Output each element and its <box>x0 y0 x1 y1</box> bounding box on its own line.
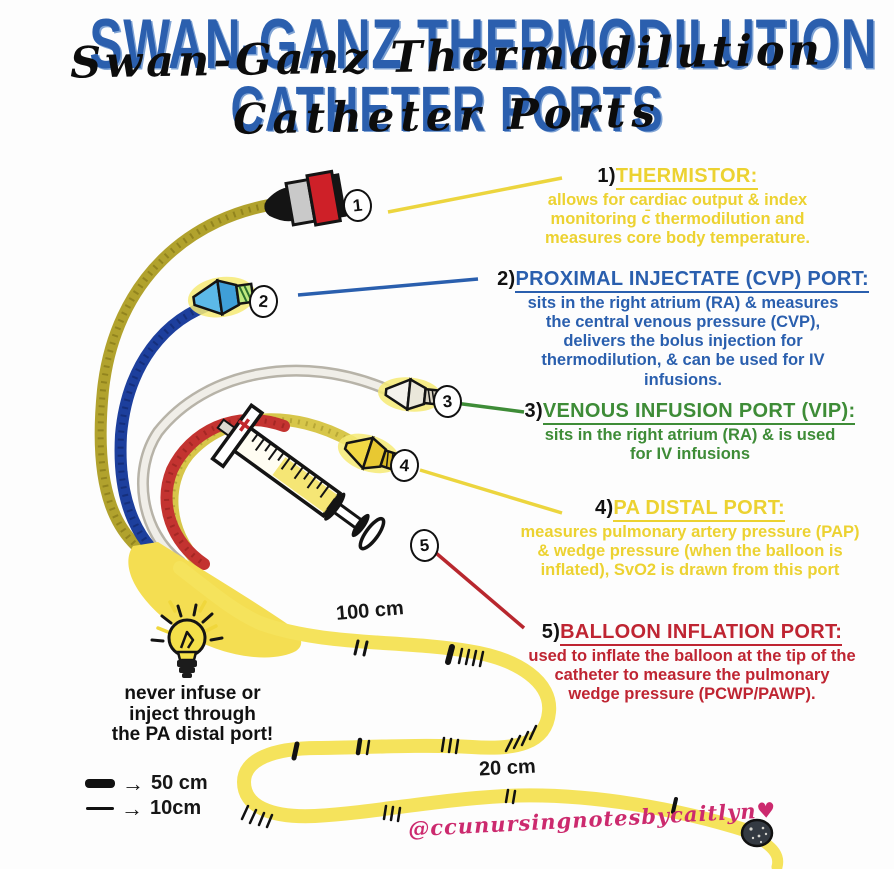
annotation-title: THERMISTOR: <box>615 165 758 190</box>
annotation-body: sits in the right atrium (RA) & is used … <box>544 426 836 464</box>
annotation-body: sits in the right atrium (RA) & measures… <box>527 294 839 389</box>
arrow-icon: → <box>121 795 143 821</box>
annotation-body: measures pulmonary artery pressure (PAP)… <box>520 523 860 580</box>
arrow-icon: → <box>122 770 144 796</box>
lightbulb-icon <box>150 600 224 678</box>
annotation-title: BALLOON INFLATION PORT: <box>560 621 843 646</box>
title-print-line2: CATHETER PORTS <box>230 73 664 146</box>
pointer-line-2 <box>297 277 479 297</box>
annotation-number: 3) <box>524 400 543 422</box>
annotation-cvp-port: 2)PROXIMAL INJECTATE (CVP) PORT: sits in… <box>478 268 888 390</box>
annotation-thermistor: 1)THERMISTOR: allows for cardiac output … <box>505 165 850 248</box>
cvp-port-connector <box>187 276 256 318</box>
pointer-line-3 <box>454 401 525 414</box>
catheter-body <box>173 561 755 838</box>
thermistor-connector <box>264 169 347 227</box>
annotation-title: PROXIMAL INJECTATE (CVP) PORT: <box>515 268 869 293</box>
pointer-line-4 <box>419 468 563 515</box>
annotation-vip-port: 3)VENOUS INFUSION PORT (VIP): sits in th… <box>492 400 888 464</box>
pa-distal-port-connector <box>337 433 400 474</box>
pointer-line-5 <box>434 551 526 630</box>
proximal-lumen <box>114 297 221 573</box>
legend-label: 50 cm <box>151 772 208 794</box>
annotation-title: VENOUS INFUSION PORT (VIP): <box>542 400 856 425</box>
annotation-title: PA DISTAL PORT: <box>613 497 785 522</box>
annotation-body: used to inflate the balloon at the tip o… <box>528 647 856 704</box>
annotation-number: 4) <box>595 497 614 519</box>
annotation-balloon-port: 5)BALLOON INFLATION PORT: used to inflat… <box>495 621 889 704</box>
legend-label: 10cm <box>150 797 202 819</box>
annotation-pa-distal-port: 4)PA DISTAL PORT: measures pulmonary art… <box>490 497 890 580</box>
thick-mark-icon <box>85 779 115 788</box>
label-20cm: 20 cm <box>478 755 537 781</box>
annotation-number: 5) <box>541 621 561 643</box>
warning-note: never infuse or inject through the PA di… <box>111 683 274 746</box>
depth-markings <box>240 639 678 829</box>
legend-row-10cm: → 10cm <box>86 797 201 820</box>
legend-row-50cm: → 50 cm <box>85 772 208 795</box>
syringe <box>210 402 386 551</box>
thin-mark-icon <box>86 807 114 810</box>
vip-lumen <box>136 364 394 568</box>
annotation-number: 1) <box>597 165 616 187</box>
annotation-body: allows for cardiac output & index monito… <box>544 191 811 248</box>
balloon-tip <box>740 818 774 848</box>
annotation-number: 2) <box>497 268 516 290</box>
thermistor-lumen <box>94 197 288 568</box>
pointer-line-1 <box>387 176 563 214</box>
title-print-line1: SWAN-GANZ THERMODILUTION <box>89 5 878 85</box>
vip-port-connector <box>377 377 442 412</box>
balloon-speckles <box>749 826 768 844</box>
